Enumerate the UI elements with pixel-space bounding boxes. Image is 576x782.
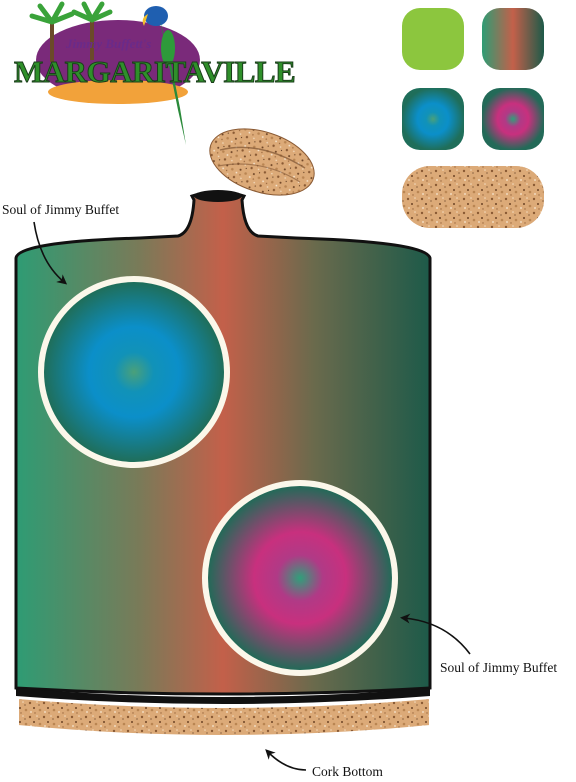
swatch-pink-soul — [482, 88, 544, 150]
margaritaville-logo: Jimmy Buffett's MARGARITAVILLE — [14, 1, 296, 145]
logo-sunset-shape — [36, 20, 200, 100]
cork-bottom — [17, 696, 431, 737]
soul-blue — [38, 276, 230, 468]
swatch-jug-gradient — [482, 8, 544, 70]
parrot-icon — [142, 6, 186, 145]
label-soul-top: Soul of Jimmy Buffet — [2, 202, 119, 217]
logo-island-shape — [48, 80, 188, 104]
logo-main-text: MARGARITAVILLE — [14, 54, 295, 89]
jug-spout-opening — [194, 190, 242, 202]
jug-base-rim — [16, 688, 430, 704]
callout-cork-bottom: Cork Bottom — [265, 749, 383, 779]
swatch-blue-soul — [402, 88, 464, 150]
arrow-icon — [265, 749, 307, 771]
callout-soul-right: Soul of Jimmy Buffet — [400, 613, 557, 675]
label-soul-right: Soul of Jimmy Buffet — [440, 660, 557, 675]
swatch-cork — [402, 166, 544, 228]
swatch-green — [402, 8, 464, 70]
jug — [14, 190, 432, 737]
arrow-icon — [400, 613, 471, 655]
color-swatches — [402, 8, 544, 228]
cork-stopper — [209, 128, 315, 196]
arrow-icon — [33, 221, 68, 285]
label-cork-bottom: Cork Bottom — [312, 764, 383, 779]
callout-soul-top: Soul of Jimmy Buffet — [2, 202, 119, 285]
soul-pink — [202, 480, 398, 676]
palm-tree-icon — [29, 1, 113, 62]
logo-top-text: Jimmy Buffett's — [65, 36, 151, 51]
